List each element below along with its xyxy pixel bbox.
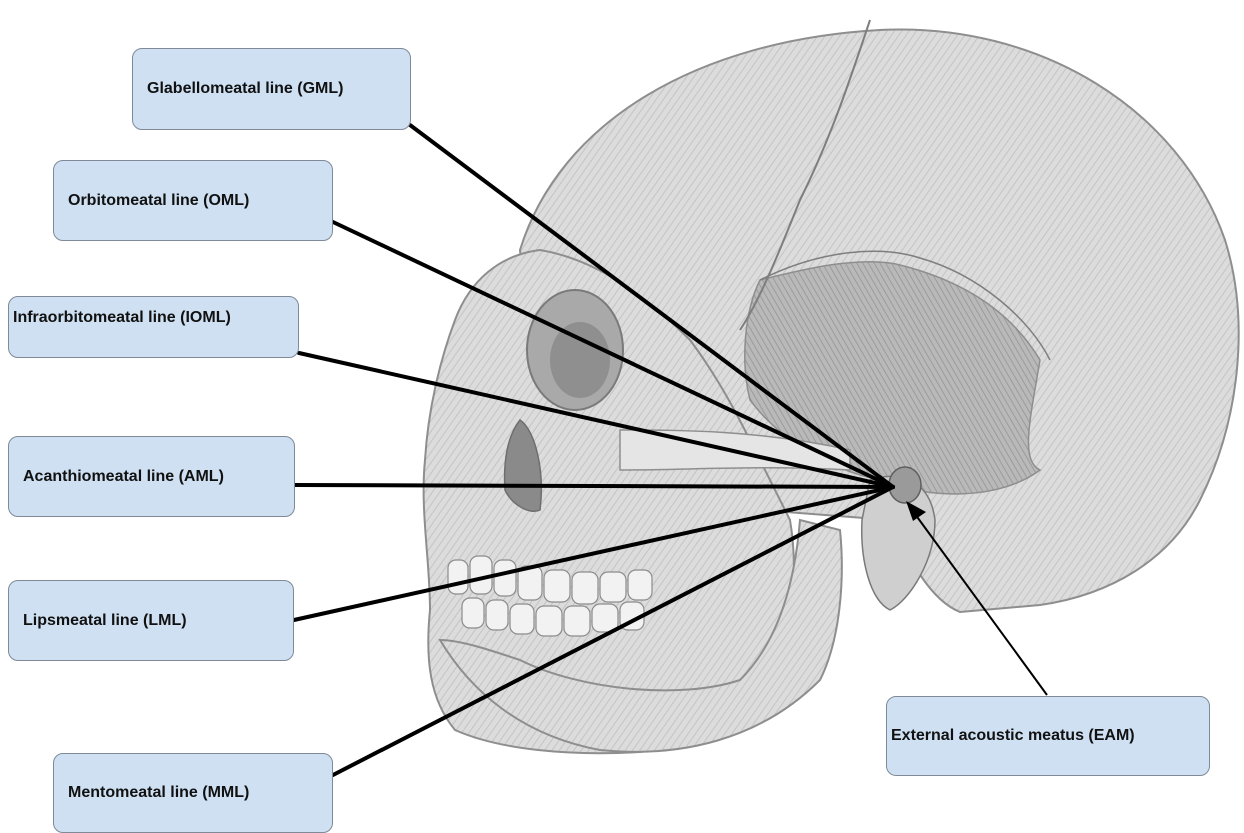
label-mml-text: Mentomeatal line (MML) <box>68 784 249 802</box>
label-eam-text: External acoustic meatus (EAM) <box>891 727 1135 745</box>
label-gml: Glabellomeatal line (GML) <box>132 48 411 130</box>
label-mml: Mentomeatal line (MML) <box>53 753 333 833</box>
label-oml: Orbitomeatal line (OML) <box>53 160 333 241</box>
label-ioml: Infraorbitomeatal line (IOML) <box>8 296 299 358</box>
label-gml-text: Glabellomeatal line (GML) <box>147 80 343 98</box>
ear-opening <box>889 467 921 503</box>
label-lml-text: Lipsmeatal line (LML) <box>23 612 187 630</box>
orbit-inner <box>550 322 610 398</box>
aml-line <box>295 485 893 487</box>
label-eam: External acoustic meatus (EAM) <box>886 696 1210 776</box>
label-lml: Lipsmeatal line (LML) <box>8 580 294 661</box>
label-aml-text: Acanthiomeatal line (AML) <box>23 468 224 486</box>
label-aml: Acanthiomeatal line (AML) <box>8 436 295 517</box>
label-oml-text: Orbitomeatal line (OML) <box>68 192 249 210</box>
label-ioml-text: Infraorbitomeatal line (IOML) <box>13 309 231 327</box>
